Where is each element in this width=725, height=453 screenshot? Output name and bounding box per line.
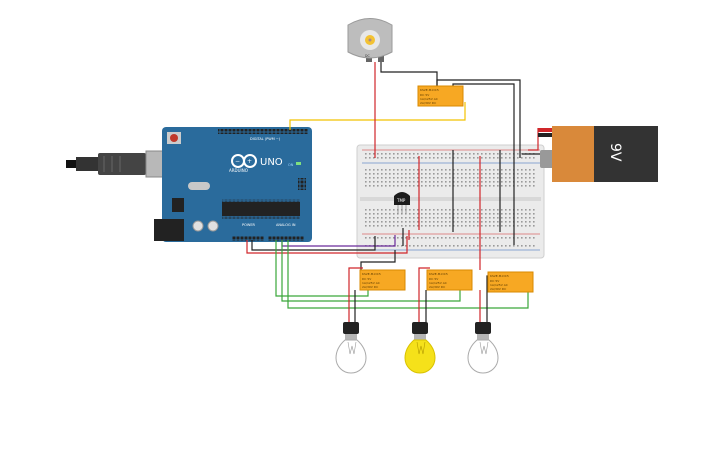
svg-text:KS2E-M-DC5: KS2E-M-DC5: [429, 272, 448, 276]
battery-9v: 9V: [538, 126, 658, 182]
green-wire: [275, 240, 369, 297]
light-bulb-3: [467, 322, 499, 374]
svg-text:DC 5V: DC 5V: [490, 279, 500, 283]
usb-cable: [66, 150, 169, 178]
voltage-regulator: [172, 198, 184, 212]
crystal: [188, 182, 210, 190]
battery-label: 9V: [607, 143, 623, 162]
yellow-wire: [289, 102, 466, 130]
reset-button[interactable]: [170, 134, 178, 142]
motor-label: DC: [365, 54, 370, 58]
red-wire: [348, 267, 363, 322]
on-label: ON: [288, 163, 294, 167]
light-bulb-2: [404, 322, 436, 374]
motor-black-wire: [380, 62, 438, 86]
relay-1: KS2E-M-DC5 DC 5V 1A/125V AC 2A/30V DC: [359, 269, 406, 291]
black-wire: [452, 83, 515, 245]
svg-text:1A/125V AC: 1A/125V AC: [362, 281, 380, 285]
atmega-chip: [222, 202, 300, 216]
icsp-header: [298, 178, 306, 190]
svg-text:−: −: [235, 158, 240, 165]
svg-text:KS2E-M-DC5: KS2E-M-DC5: [490, 274, 509, 278]
relay-top: KS2E-M-DC5 DC 5V 1A/125V AC 2A/30V DC: [417, 85, 464, 107]
svg-text:DC 5V: DC 5V: [362, 277, 372, 281]
arduino-logo: − +: [231, 154, 257, 168]
power-label: POWER: [242, 223, 256, 227]
light-bulb-1: [335, 322, 367, 374]
svg-text:1A/125V AC: 1A/125V AC: [429, 281, 447, 285]
svg-text:2A/30V DC: 2A/30V DC: [420, 101, 436, 105]
capacitor: [207, 220, 219, 232]
svg-text:2A/30V DC: 2A/30V DC: [362, 285, 378, 289]
green-wire: [281, 240, 461, 302]
on-led: [296, 162, 301, 165]
digital-header: [218, 129, 308, 134]
dc-motor: DC: [347, 18, 393, 62]
black-wire: [436, 79, 521, 158]
black-wire: [251, 236, 376, 251]
red-wire: [418, 267, 430, 322]
svg-text:KS2E-M-DC5: KS2E-M-DC5: [420, 88, 439, 92]
capacitor: [192, 220, 204, 232]
digital-label: DIGITAL (PWM ~): [250, 137, 281, 141]
svg-text:2A/30V DC: 2A/30V DC: [429, 285, 445, 289]
wires: [246, 62, 546, 322]
temperature-sensor: TMP: [394, 192, 410, 214]
relay-2: KS2E-M-DC5 DC 5V 1A/125V AC 2A/30V DC: [426, 269, 473, 291]
analog-header: [268, 236, 304, 241]
board-brand: ARDUINO: [229, 168, 248, 173]
power-header: [232, 236, 264, 241]
green-wire: [287, 240, 529, 309]
svg-text:1A/125V AC: 1A/125V AC: [490, 283, 508, 287]
relay-3: KS2E-M-DC5 DC 5V 1A/125V AC 2A/30V DC: [487, 271, 534, 293]
svg-text:2A/30V DC: 2A/30V DC: [490, 287, 506, 291]
breadboard: [356, 144, 545, 259]
analog-label: ANALOG IN: [276, 223, 296, 227]
svg-text:1A/125V AC: 1A/125V AC: [420, 97, 438, 101]
arduino-uno-board: DIGITAL (PWM ~) − + UNO ARDUINO ON POWER…: [66, 127, 312, 242]
sensor-label: TMP: [396, 198, 406, 203]
board-model: UNO: [260, 157, 283, 168]
svg-text:DC 5V: DC 5V: [429, 277, 439, 281]
svg-text:+: +: [247, 158, 252, 165]
red-wire: [246, 236, 408, 254]
svg-text:DC 5V: DC 5V: [420, 93, 430, 97]
power-jack: [154, 219, 184, 241]
svg-text:KS2E-M-DC5: KS2E-M-DC5: [362, 272, 381, 276]
